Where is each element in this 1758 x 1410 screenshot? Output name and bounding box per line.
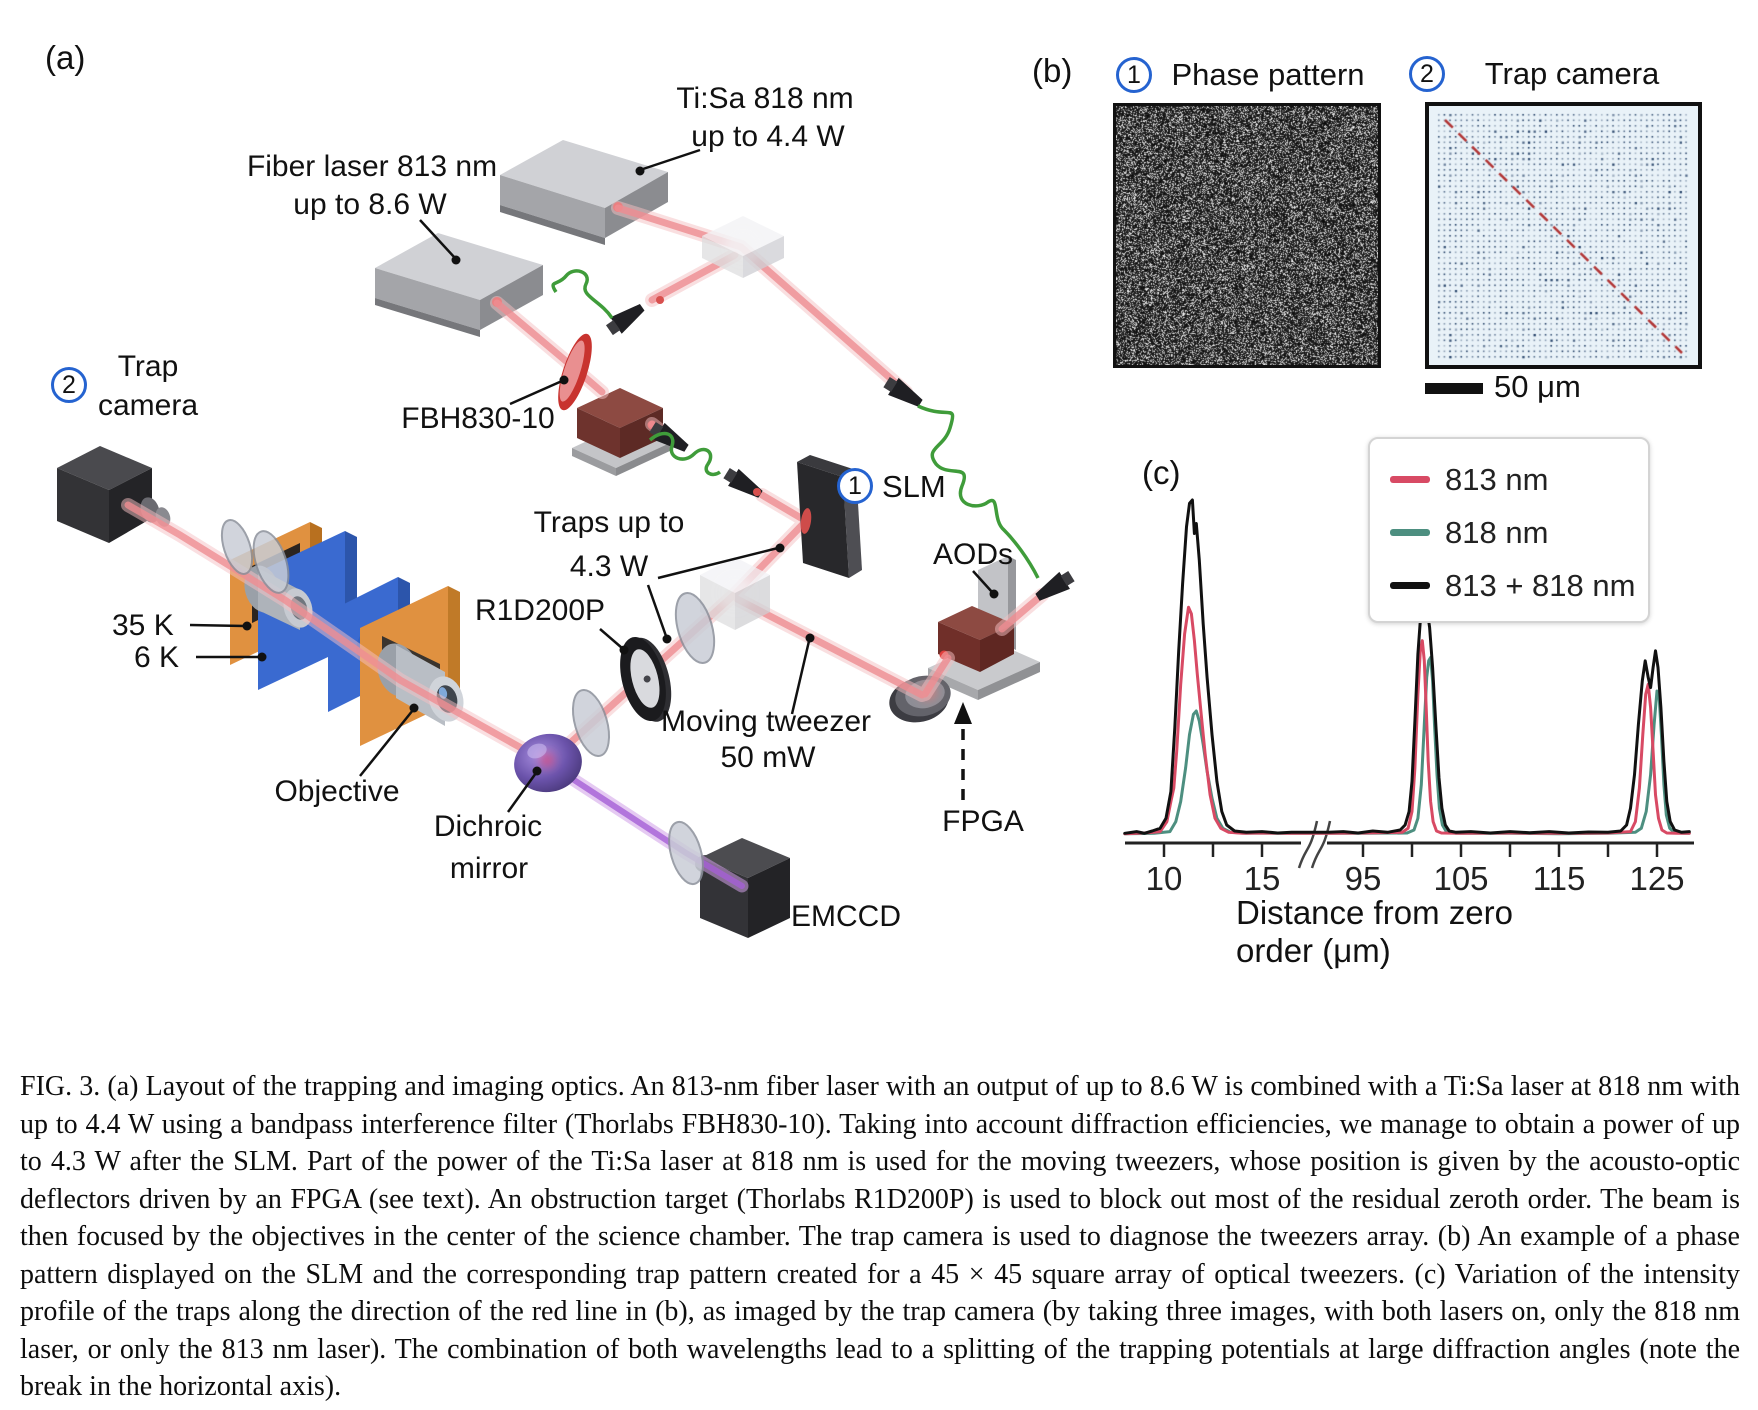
trap-camera-label-1: Trap xyxy=(118,350,179,383)
r1d-label: R1D200P xyxy=(475,594,605,627)
fpga-arrow xyxy=(954,702,972,800)
fiber-label-1: Fiber laser 813 nm xyxy=(247,150,497,183)
objective-label: Objective xyxy=(274,775,399,808)
trap-camera-title: Trap camera xyxy=(1485,57,1660,91)
slm-label: SLM xyxy=(882,470,946,504)
phase-pattern-title: Phase pattern xyxy=(1171,58,1364,92)
aod-assembly xyxy=(928,556,1040,700)
legend-label-818: 818 nm xyxy=(1445,515,1548,551)
panel-a-letter: (a) xyxy=(45,40,85,76)
legend-dash-combined-icon xyxy=(1390,582,1430,589)
fpga-label: FPGA xyxy=(942,805,1024,838)
moving-tweezer-label-2: 50 mW xyxy=(720,741,815,774)
slm-number-icon: 1 xyxy=(837,468,873,504)
panel-c-letter: (c) xyxy=(1142,455,1180,491)
objective-assembly-2 xyxy=(328,577,469,746)
legend-label-combined: 813 + 818 nm xyxy=(1445,568,1635,604)
traps-label-1: Traps up to xyxy=(534,506,685,539)
legend-dash-818-icon xyxy=(1390,529,1430,536)
35k-label: 35 K xyxy=(112,609,174,642)
emccd-label: EMCCD xyxy=(791,900,901,933)
aods-label: AODs xyxy=(933,538,1013,571)
trap-camera-label-2: camera xyxy=(98,389,198,422)
tisa-label-2: up to 4.4 W xyxy=(691,120,844,153)
chart-legend: 813 nm 818 nm 813 + 818 nm xyxy=(1368,437,1650,623)
svg-text:125: 125 xyxy=(1629,860,1684,897)
tisa-label-1: Ti:Sa 818 nm xyxy=(676,82,853,115)
legend-label-813: 813 nm xyxy=(1445,462,1548,498)
phase-pattern-number-icon: 1 xyxy=(1116,57,1152,93)
trap-camera-image xyxy=(1425,102,1702,369)
legend-row-813: 813 nm xyxy=(1390,453,1648,506)
svg-text:15: 15 xyxy=(1244,860,1281,897)
panel-b-letter: (b) xyxy=(1032,53,1072,89)
svg-text:10: 10 xyxy=(1146,860,1183,897)
fiber-label-2: up to 8.6 W xyxy=(293,188,446,221)
trap-camera-number-icon: 2 xyxy=(51,367,87,403)
legend-dash-813-icon xyxy=(1390,476,1430,483)
svg-text:95: 95 xyxy=(1345,860,1382,897)
trap-camera-number-icon-b: 2 xyxy=(1409,56,1445,92)
legend-row-818: 818 nm xyxy=(1390,506,1648,559)
6k-label: 6 K xyxy=(134,641,179,674)
phase-pattern-image xyxy=(1113,103,1381,368)
scale-bar-label: 50 μm xyxy=(1494,370,1581,404)
fbh-label: FBH830-10 xyxy=(401,402,554,435)
dichroic-label-2: mirror xyxy=(450,852,528,885)
x-axis-title: Distance from zero order (μm) xyxy=(1236,894,1584,970)
svg-text:115: 115 xyxy=(1533,860,1586,897)
moving-tweezer-label-1: Moving tweezer xyxy=(661,705,871,738)
tisa-laser-box xyxy=(500,140,668,245)
figure-caption: FIG. 3. (a) Layout of the trapping and i… xyxy=(20,1068,1740,1406)
traps-label-2: 4.3 W xyxy=(570,550,648,583)
scale-bar xyxy=(1425,383,1483,394)
svg-text:105: 105 xyxy=(1433,860,1488,897)
legend-row-combined: 813 + 818 nm xyxy=(1390,559,1648,612)
dichroic-label-1: Dichroic xyxy=(434,810,542,843)
